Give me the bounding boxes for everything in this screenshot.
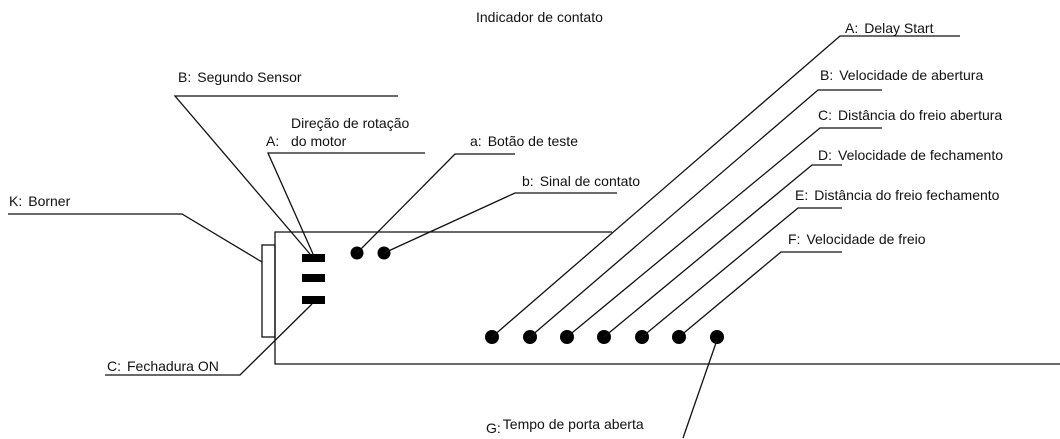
leader-delay-start — [491, 35, 960, 338]
label-fechadura: C:Fechadura ON — [107, 358, 219, 374]
leader-segundo-sensor — [173, 95, 398, 255]
label-sinal-contato: b:Sinal de contato — [522, 173, 640, 189]
label-botao-teste: a:Botão de teste — [470, 133, 578, 149]
label-direcao-motor-line1: Direção de rotação — [291, 115, 410, 131]
leader-borner — [8, 213, 263, 263]
label-vel-fechamento: D:Velocidade de fechamento — [818, 147, 1003, 163]
label-segundo-sensor: B:Segundo Sensor — [178, 69, 302, 85]
board-outline — [274, 231, 1060, 365]
leader-dist-freio-abertura — [566, 127, 882, 338]
label-delay-start: A:Delay Start — [845, 20, 934, 36]
leader-botao-teste — [356, 153, 515, 254]
label-vel-abertura: B:Velocidade de abertura — [820, 67, 983, 83]
borner-terminal — [261, 244, 276, 338]
indicator-title: Indicador de contato — [476, 9, 603, 25]
tempo-porta-dot — [710, 330, 724, 344]
leader-direcao-motor — [266, 152, 425, 255]
switch-bar-2 — [302, 274, 325, 282]
label-tempo-porta: G:Tempo de porta aberta — [486, 416, 644, 436]
label-direcao-motor-letter: A: — [266, 133, 279, 149]
label-dist-freio-fechamento: E:Distância do freio fechamento — [795, 187, 1000, 203]
leader-dist-freio-fechamento — [641, 207, 842, 338]
leader-sinal-contato — [383, 192, 617, 254]
leader-fechadura — [105, 303, 313, 376]
leader-tempo-porta — [682, 339, 718, 439]
label-vel-freio: F:Velocidade de freio — [788, 231, 926, 247]
label-dist-freio-abertura: C:Distância do freio abertura — [818, 107, 1002, 123]
switch-bar-1 — [302, 254, 325, 262]
label-direcao-motor-line2: do motor — [291, 133, 347, 149]
leader-vel-fechamento — [603, 164, 842, 338]
leader-vel-abertura — [529, 89, 882, 338]
leader-vel-freio — [678, 251, 842, 338]
switch-bar-3 — [302, 296, 325, 304]
label-borner: K:Borner — [9, 193, 71, 209]
